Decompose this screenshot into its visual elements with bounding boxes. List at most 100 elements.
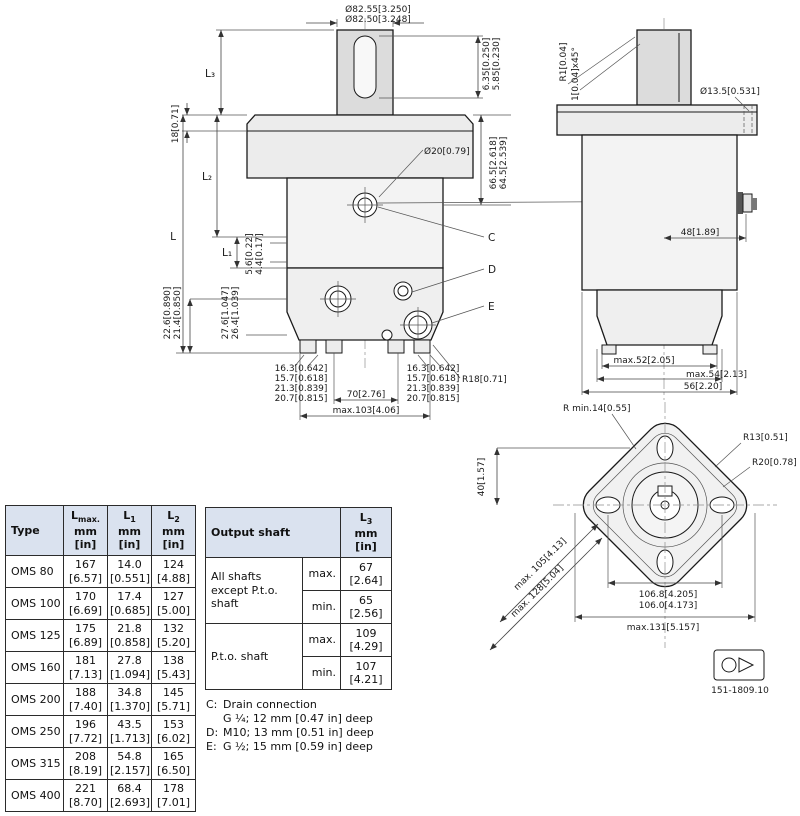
dim-l-label: L	[170, 231, 176, 243]
cell-type: OMS 125	[5, 619, 64, 652]
table-row: OMS 315 208[8.19] 54.8[2.157] 165[6.50]	[5, 747, 196, 780]
in-value: [8.19]	[68, 763, 103, 777]
mm-value: 54.8	[117, 750, 142, 764]
note-d: D: M10; 13 mm [0.51 in] deep	[206, 726, 374, 740]
dim-r-min: R min.14[0.55]	[563, 404, 630, 414]
in-value: [4.88]	[156, 571, 191, 585]
cell-l3-max: 67[2.64]	[340, 557, 392, 591]
dim-foot-left-2: 15.7[0.618]	[275, 374, 328, 384]
dim-step-max: 5.6[0.22]	[245, 233, 255, 274]
table-row: P.t.o. shaft max. 109[4.29]	[205, 623, 392, 690]
dim-bolt-cc-min: 106.0[4.173]	[639, 601, 698, 611]
table-header-row: Output shaft L3 mm [in]	[205, 507, 392, 558]
port-label-e: E	[488, 301, 495, 313]
table-row: OMS 250 196[7.72] 43.5[1.713] 153[6.02]	[5, 715, 196, 748]
cell-type: OMS 400	[5, 779, 64, 812]
dim-port1-min: 21.4[0.850]	[173, 287, 183, 340]
table-row: OMS 400 221[8.70] 68.4[2.693] 178[7.01]	[5, 779, 196, 812]
cell-type: OMS 80	[5, 555, 64, 588]
dim-corner-radius: R18[0.71]	[462, 375, 507, 385]
cell-l2: 132[5.20]	[151, 619, 196, 652]
dim-port-dia: Ø20[0.79]	[424, 146, 470, 157]
in-value: [1.370]	[110, 699, 151, 713]
table-row: min. 65[2.56]	[206, 590, 392, 624]
mm-value: 124	[163, 558, 184, 572]
note-text: G ½; 15 mm [0.59 in] deep	[223, 740, 373, 753]
mm-value: 153	[163, 718, 184, 732]
in-value: [0.858]	[110, 635, 151, 649]
mm-value: 170	[75, 590, 96, 604]
table-header-row: Type Lmax. mm [in] L1 mm [in] L2 mm [in]	[5, 505, 196, 556]
mm-value: 107	[355, 659, 377, 673]
mm-value: 127	[163, 590, 184, 604]
cell-shaft-label: All shafts except P.t.o. shaft	[205, 557, 303, 624]
table-row: OMS 160 181[7.13] 27.8[1.094] 138[5.43]	[5, 651, 196, 684]
dim-port2-max: 27.6[1.047]	[221, 287, 231, 340]
table-row: OMS 200 188[7.40] 34.8[1.370] 145[5.71]	[5, 683, 196, 716]
cell-shaft-label: P.t.o. shaft	[205, 623, 303, 690]
cell-lmax: 188[7.40]	[63, 683, 108, 716]
side-view-outline	[556, 18, 758, 400]
cell-lmax: 208[8.19]	[63, 747, 108, 780]
mm-value: 221	[75, 782, 96, 796]
cell-lmax: 167[6.57]	[63, 555, 108, 588]
cell-lmax: 170[6.69]	[63, 587, 108, 620]
dim-bolt-cc-max: 106.8[4.205]	[639, 590, 698, 600]
col-header-output-shaft: Output shaft	[205, 507, 341, 558]
note-key-d: D:	[206, 726, 219, 739]
col-header-type: Type	[5, 505, 64, 556]
table-row: All shafts except P.t.o. shaft max. 67[2…	[205, 557, 392, 624]
cell-type: OMS 250	[5, 715, 64, 748]
dim-width-56: 56[2.20]	[684, 382, 723, 392]
mm-value: 138	[163, 654, 184, 668]
dim-r20: R20[0.78]	[752, 458, 797, 468]
dim-overall-flange: max.131[5.157]	[627, 623, 699, 633]
mm-value: 17.4	[117, 590, 142, 604]
in-value: [0.551]	[110, 571, 151, 585]
front-view-dimensions: Ø82.55[3.250] Ø82.50[3.248] L₃ 18[0.71] …	[163, 4, 738, 420]
in-value: [7.40]	[68, 699, 103, 713]
table-row: OMS 80 167[6.57] 14.0[0.551] 124[4.88]	[5, 555, 196, 588]
cell-type: OMS 200	[5, 683, 64, 716]
dim-l1-label: L₁	[222, 247, 232, 259]
dim-r13: R13[0.51]	[743, 433, 788, 443]
cell-l2: 127[5.00]	[151, 587, 196, 620]
cell-l1: 27.8[1.094]	[107, 651, 152, 684]
flange-view-outline	[553, 402, 777, 648]
dim-flange-step: 18[0.71]	[171, 105, 181, 144]
table-row: OMS 100 170[6.69] 17.4[0.685] 127[5.00]	[5, 587, 196, 620]
dim-key-height-min: 5.85[0.230]	[492, 38, 502, 91]
cell-l3-min: 107[4.21]	[340, 656, 392, 690]
cell-lmax: 181[7.13]	[63, 651, 108, 684]
dim-step-min: 4.4[0.17]	[255, 233, 265, 274]
in-value: [6.89]	[68, 635, 103, 649]
in-value: [5.71]	[156, 699, 191, 713]
mm-value: 21.8	[117, 622, 142, 636]
in-value: [6.69]	[68, 603, 103, 617]
note-c: C: Drain connection	[206, 698, 374, 712]
in-value: [4.21]	[349, 673, 383, 686]
mm-value: 27.8	[117, 654, 142, 668]
note-text: Drain connection	[223, 698, 317, 711]
dim-width-max1: max.52[2.05]	[614, 356, 675, 366]
dim-l3-label: L₃	[205, 68, 215, 80]
mm-value: 43.5	[117, 718, 142, 732]
cell-max-label: max.	[302, 557, 341, 591]
dim-port2-min: 26.4[1.039]	[231, 287, 241, 340]
in-value: [6.02]	[156, 731, 191, 745]
cell-l1: 43.5[1.713]	[107, 715, 152, 748]
in-value: [2.56]	[349, 607, 383, 620]
dim-port-offset: 48[1.89]	[681, 228, 720, 238]
side-view-dimensions: R1[0.04] 1[0.04]x45° Ø13.5[0.531] 48[1.8…	[559, 36, 760, 395]
note-key-e: E:	[206, 740, 217, 753]
mm-value: 175	[75, 622, 96, 636]
cell-lmax: 196[7.72]	[63, 715, 108, 748]
cell-l1: 14.0[0.551]	[107, 555, 152, 588]
in-value: [7.13]	[68, 667, 103, 681]
in-value: [2.157]	[110, 763, 151, 777]
dim-bolt-hole-dia: Ø13.5[0.531]	[700, 86, 760, 97]
mm-value: 67	[359, 560, 373, 574]
dim-foot-right-1: 16.3[0.642]	[407, 364, 460, 374]
mm-value: 132	[163, 622, 184, 636]
col-header-l2: L2 mm [in]	[151, 505, 196, 556]
